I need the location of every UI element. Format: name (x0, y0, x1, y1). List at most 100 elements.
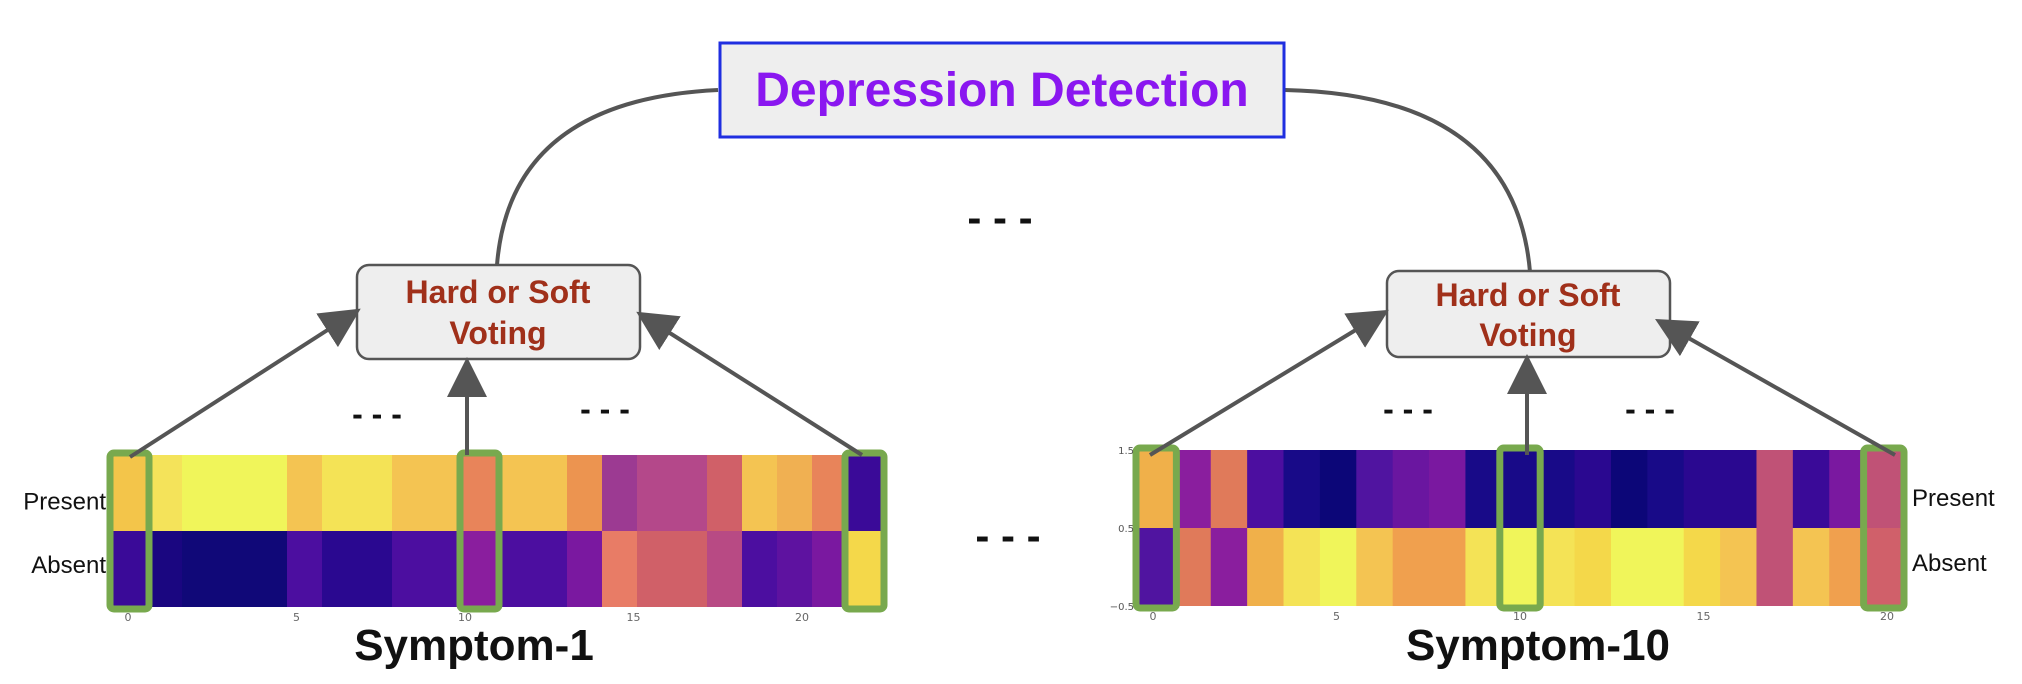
heatmap-cell-absent (1756, 528, 1794, 606)
highlight-column (456, 449, 503, 613)
heatmap-cell-absent (392, 531, 428, 607)
heatmap-cell-present (1610, 450, 1648, 528)
arrow-right-col20 (1655, 319, 1896, 457)
ellipsis-right-2: - - - (1625, 391, 1675, 427)
heatmap-cell-absent (707, 531, 743, 607)
ellipsis-center-top: - - - (967, 194, 1032, 241)
y-tick-label: −0.5 (1110, 602, 1134, 613)
y-tick-label: 1.5 (1118, 446, 1134, 457)
heatmap-cell-absent (1538, 528, 1576, 606)
heatmap-cell-absent (1392, 528, 1430, 606)
heatmap-cell-absent (742, 531, 778, 607)
heatmap-cell-present (1574, 450, 1612, 528)
heatmap-cell-absent (217, 531, 253, 607)
panel-title: Symptom-10 (1406, 621, 1670, 670)
arrow-right-col0 (1148, 309, 1389, 457)
title-box (718, 41, 1286, 139)
heatmap-cell-present (1174, 450, 1212, 528)
row-label-present: Present (1912, 485, 1995, 512)
ellipsis-right-1: - - - (1383, 391, 1433, 427)
heatmap-cell-present (1501, 450, 1539, 528)
heatmap-cell-absent (1720, 528, 1758, 606)
heatmap-cell-present (1356, 450, 1394, 528)
connector-right (1284, 88, 1532, 273)
voting-label-line2-right: Voting (1479, 317, 1576, 353)
heatmap-cell-absent (1829, 528, 1867, 606)
heatmap-cell-present (1647, 450, 1685, 528)
heatmap-cell-present (357, 455, 393, 531)
heatmap-cell-absent (252, 531, 288, 607)
ellipsis-center-bottom: - - - (975, 512, 1040, 559)
heatmap-cell-absent (1683, 528, 1721, 606)
heatmap-cell-present (1210, 450, 1248, 528)
heatmap-cell-present (777, 455, 813, 531)
heatmap-cell-absent (1465, 528, 1503, 606)
x-tick-label: 10 (458, 611, 472, 624)
title-text: Depression Detection (755, 64, 1248, 117)
heatmap-cell-absent (532, 531, 568, 607)
heatmap-cell-present (1247, 450, 1285, 528)
x-tick-label: 20 (1880, 610, 1894, 623)
y-tick-label: 0.5 (1118, 524, 1134, 535)
heatmap-cell-present (1138, 450, 1175, 528)
highlight-column (1132, 444, 1180, 612)
x-tick-label: 20 (795, 611, 809, 624)
heatmap-cell-present (1683, 450, 1721, 528)
heatmap-cell-present (287, 455, 323, 531)
highlight-column (106, 449, 153, 613)
voting-label-line1-left: Hard or Soft (406, 274, 591, 310)
x-tick-label: 15 (1697, 610, 1711, 623)
row-label-absent: Absent (31, 552, 106, 579)
heatmap-cell-absent (1283, 528, 1321, 606)
heatmap-cell-absent (147, 531, 183, 607)
heatmap-cell-present (112, 455, 148, 531)
heatmap-cell-absent (602, 531, 638, 607)
heatmap-cell-present (742, 455, 778, 531)
heatmap-cell-present (147, 455, 183, 531)
heatmap-cell-present (567, 455, 603, 531)
heatmap-cell-present (1319, 450, 1357, 528)
heatmap-cell-present (1756, 450, 1794, 528)
heatmap-cell-present (1865, 450, 1903, 528)
heatmap-cell-absent (1174, 528, 1212, 606)
heatmap-cell-absent (1356, 528, 1394, 606)
highlight-column (841, 449, 888, 613)
heatmap-cell-absent (287, 531, 323, 607)
arrow-left-col0 (128, 308, 361, 459)
highlight-column (1496, 444, 1544, 612)
heatmap-cell-absent (1647, 528, 1685, 606)
heatmap-cell-present (217, 455, 253, 531)
heatmap-cell-absent (1319, 528, 1357, 606)
row-label-absent: Absent (1912, 550, 1987, 577)
ellipsis-left-1: - - - (352, 396, 402, 432)
x-tick-label: 5 (293, 611, 300, 624)
heatmap-cell-absent (1574, 528, 1612, 606)
heatmap-cell-present (1792, 450, 1830, 528)
heatmap-cell-present (672, 455, 708, 531)
heatmap-cell-absent (112, 531, 148, 607)
voting-label-line2-left: Voting (449, 315, 546, 351)
heatmap-cell-absent (1138, 528, 1175, 606)
heatmap-cell-present (1392, 450, 1430, 528)
heatmap-cell-present (637, 455, 673, 531)
heatmap-cell-absent (637, 531, 673, 607)
heatmap-cell-absent (1501, 528, 1539, 606)
heatmap-cell-present (1538, 450, 1576, 528)
heatmap-cell-present (497, 455, 533, 531)
heatmap-cell-absent (567, 531, 603, 607)
heatmap-cell-present (322, 455, 358, 531)
heatmap-cell-present (252, 455, 288, 531)
heatmap-cell-absent (1610, 528, 1648, 606)
heatmap-cell-absent (1210, 528, 1248, 606)
heatmap-cell-present (532, 455, 568, 531)
x-tick-label: 5 (1333, 610, 1340, 623)
heatmap-cell-absent (1247, 528, 1285, 606)
heatmap-cell-present (1829, 450, 1867, 528)
heatmap-cell-present (707, 455, 743, 531)
heatmap-cell-absent (182, 531, 218, 607)
ellipsis-left-2: - - - (580, 391, 630, 427)
heatmap-cell-present (1720, 450, 1758, 528)
heatmap-cell-absent (672, 531, 708, 607)
x-tick-label: 0 (1150, 610, 1157, 623)
